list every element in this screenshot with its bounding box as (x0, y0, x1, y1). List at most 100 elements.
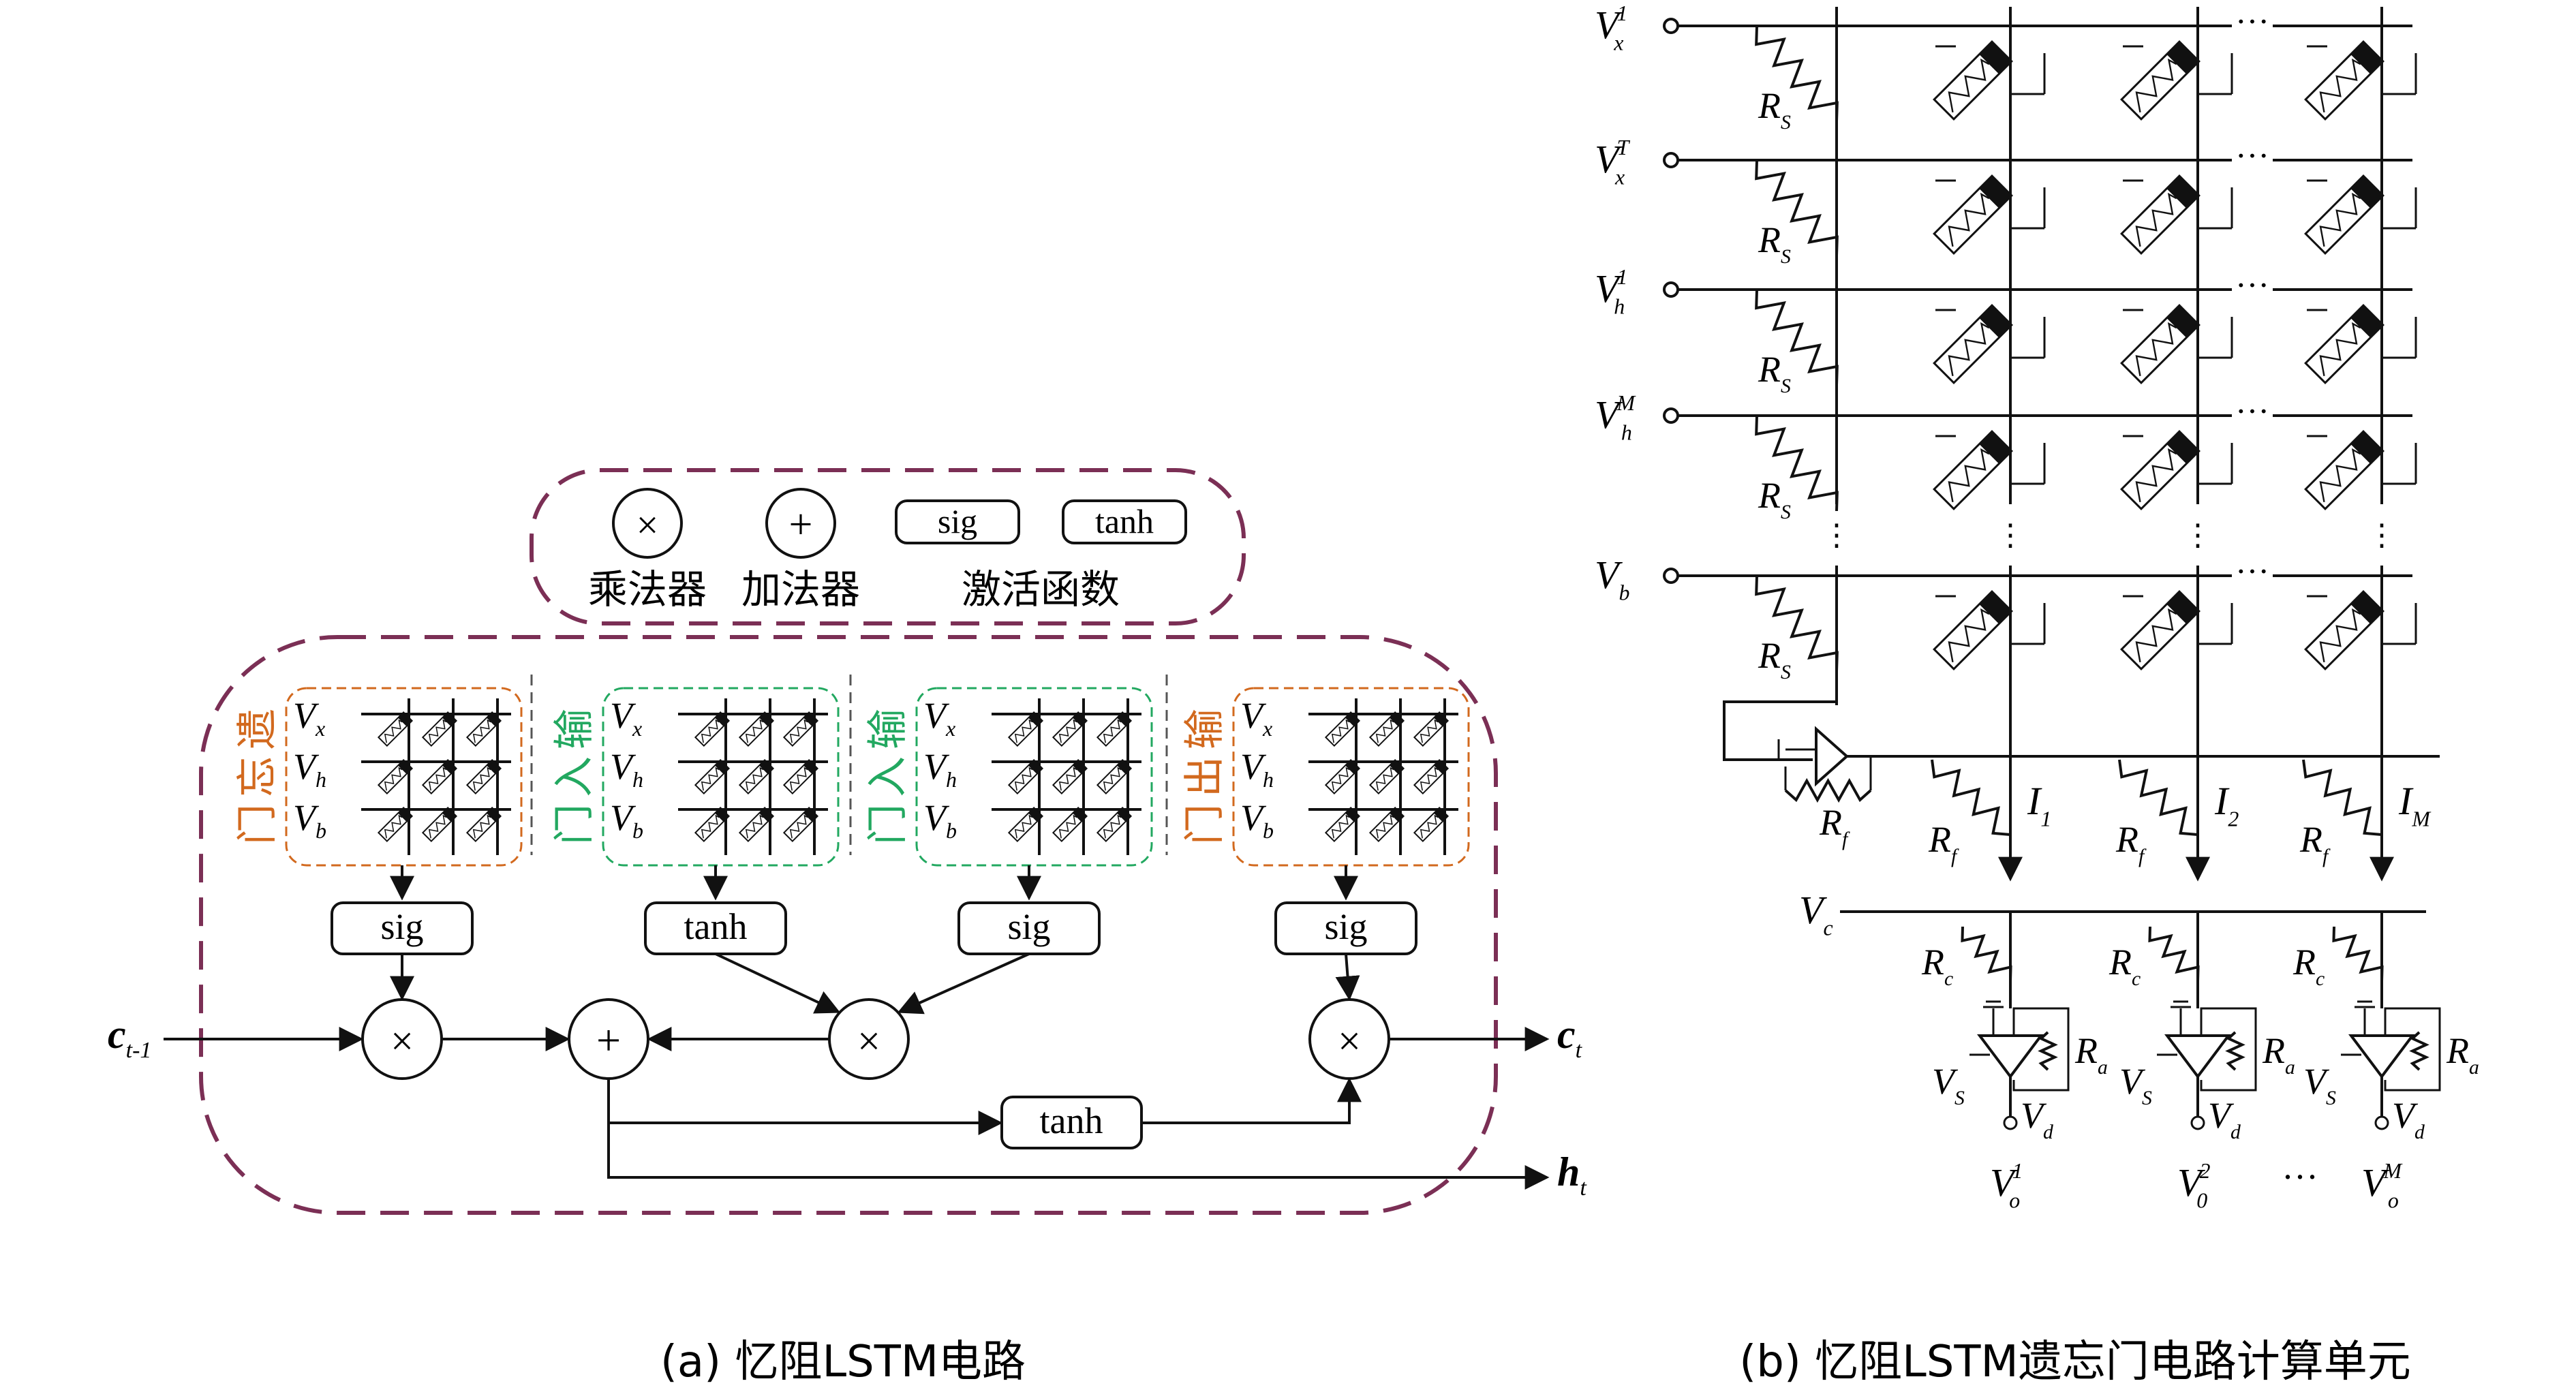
opamp-icon (1977, 1034, 2044, 1079)
memristor-icon (2120, 40, 2201, 121)
ra-label: Ra (2446, 1030, 2479, 1079)
memristor-icon (2120, 430, 2201, 510)
legend-add-symbol: + (789, 501, 813, 548)
memristor-icon (738, 711, 775, 747)
gate-modules: 遗忘门VxVhVbsig输入门VxVhVbtanh输入门VxVhVbsig输出门… (234, 675, 1470, 955)
legend-mult-text: 乘法器 (588, 566, 707, 613)
lstm-circuit-diagram: × + sig tanh 乘法器 加法器 激活函数 遗忘门VxVhVbsig输入… (108, 468, 1587, 1387)
gate-input-label: Vx (610, 695, 642, 741)
memristor-icon (1052, 711, 1088, 747)
input-terminal (1663, 152, 1679, 168)
gate-label-char: 输 (1181, 709, 1229, 749)
memristor-icon (782, 711, 819, 747)
gate-label-char: 输 (551, 709, 598, 749)
legend-sig-box (895, 499, 1020, 544)
legend-add-icon (765, 488, 836, 559)
memristor-icon (782, 758, 819, 795)
legend-add-text: 加法器 (741, 566, 860, 613)
input-terminal (1663, 18, 1679, 34)
activation-label: sig (1007, 906, 1050, 947)
memristor-icon (1933, 40, 2013, 121)
memristor-icon (1368, 758, 1405, 795)
memristor-icon (1007, 806, 1044, 843)
rs-resistor (1755, 415, 1839, 512)
rs-resistor (1755, 289, 1839, 386)
gate-input-label: Vh (923, 746, 957, 792)
gate-input-label: Vh (293, 746, 326, 792)
gate-input-label: Vx (293, 695, 325, 741)
rf-label: Rf (1928, 819, 1959, 867)
rs-resistor (1755, 159, 1839, 256)
input-mult-symbol: × (857, 1019, 880, 1064)
memristor-icon (421, 806, 458, 843)
memristor-icon (738, 758, 775, 795)
row-input-label: Vb (1595, 553, 1629, 604)
memristor-icon (2120, 590, 2201, 670)
memristor-icon (1007, 758, 1044, 795)
memristor-icon (2304, 430, 2385, 510)
input-terminal (1663, 568, 1679, 584)
current-label: I2 (2214, 779, 2239, 831)
gate-label-char: 输 (864, 709, 912, 749)
h-t-label: ht (1557, 1149, 1587, 1201)
activation-to-op-arrow (897, 953, 1030, 1015)
memristor-icon (465, 711, 502, 747)
rs-resistor (1755, 25, 1839, 122)
memristor-icon (1007, 711, 1044, 747)
reference-opamp: Rf (1723, 700, 1872, 850)
output-ellipsis: ··· (2282, 1156, 2318, 1197)
memristor-icon (465, 758, 502, 795)
gate-label-char: 忘 (234, 756, 281, 797)
memristor-icon (2120, 174, 2201, 255)
ra-resistor (2038, 1031, 2058, 1071)
output-terminal (2190, 1115, 2205, 1130)
vd-label: Vd (2021, 1095, 2053, 1143)
memristor-icon (2304, 40, 2385, 121)
legend-act-text: 激活函数 (962, 566, 1120, 613)
legend-tanh-label: tanh (1095, 502, 1154, 540)
add-symbol: + (596, 1016, 621, 1064)
memristor-icon (1052, 758, 1088, 795)
gate-input-label: Vb (1240, 797, 1274, 843)
gate-label-char: 门 (864, 804, 912, 845)
gate-input-label: Vb (610, 797, 643, 843)
memristor-icon (694, 711, 731, 747)
crossbar-row: Vb···RS (1595, 552, 2417, 683)
ra-resistor (2225, 1031, 2245, 1071)
memristor-icon (377, 806, 414, 843)
gate-input-label: Vb (293, 797, 326, 843)
output-mult-symbol: × (1338, 1019, 1361, 1064)
column-ellipsis: ⋮ (2183, 519, 2213, 552)
memristor-icon (2120, 304, 2201, 384)
activation-label: tanh (684, 906, 748, 947)
gate-input-label: Vh (1240, 746, 1274, 792)
gate-label-char: 出 (1181, 756, 1229, 797)
gate-label-char: 门 (1181, 804, 1229, 845)
memristor-icon (1096, 806, 1133, 843)
gate-box (285, 687, 523, 867)
activation-to-op-arrow (715, 953, 841, 1014)
memristor-icon (1413, 806, 1450, 843)
gate-input-label: Vb (923, 797, 957, 843)
rs-label: RS (1758, 349, 1791, 397)
gate-box (915, 687, 1153, 867)
gate-label-char: 门 (234, 804, 281, 845)
operator-row: × + × × tanh ct-1 ct ht (108, 998, 1587, 1201)
current-label: IM (2398, 779, 2432, 831)
memristor-icon (1413, 711, 1450, 747)
vc-label: Vc (1799, 888, 1833, 940)
legend-box: × + sig tanh 乘法器 加法器 激活函数 (530, 468, 1246, 625)
